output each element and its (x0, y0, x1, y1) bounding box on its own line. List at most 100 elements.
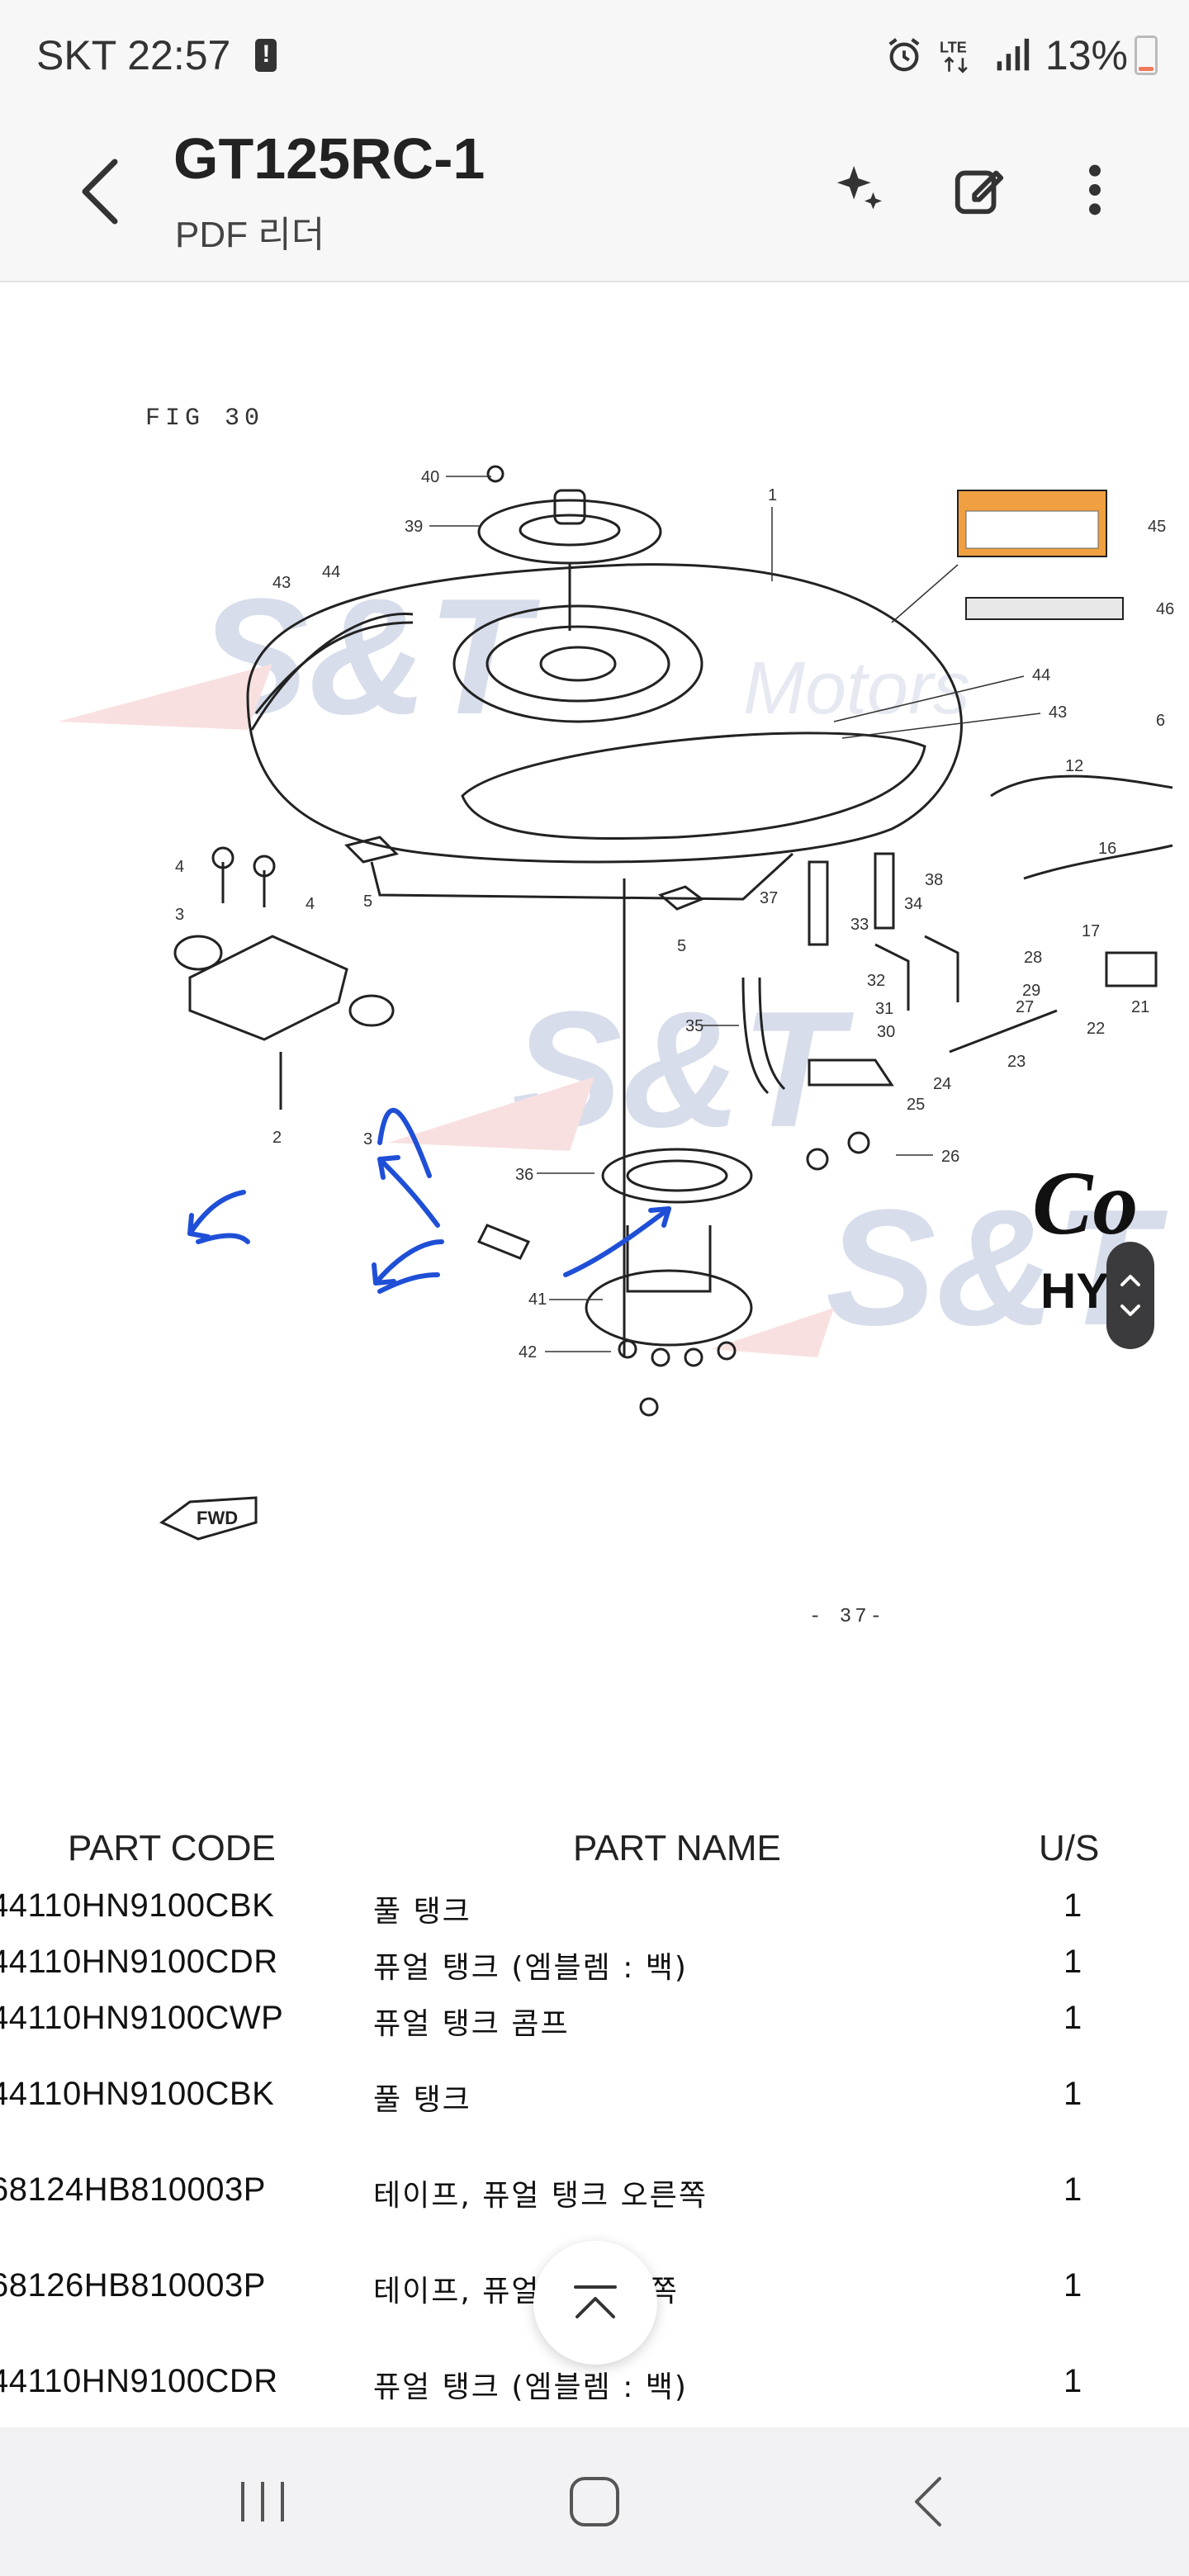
part-name: 퓨얼 탱크 콤프 (373, 2007, 570, 2041)
fuel-cap (477, 465, 662, 631)
pdf-page[interactable]: S&T S&T S&T Motors FIG 30 (0, 284, 1189, 2427)
back-button[interactable] (66, 150, 132, 233)
back-icon (82, 159, 118, 225)
svg-text:4: 4 (175, 858, 184, 876)
part-qty: 1 (1063, 2000, 1082, 2036)
svg-text:5: 5 (677, 937, 686, 955)
part-name: 풀 탱크 (373, 2083, 471, 2117)
svg-text:45: 45 (1148, 518, 1166, 536)
svg-text:Motors: Motors (743, 647, 970, 730)
app-subtitle: PDF 리더 (175, 215, 325, 255)
part-code: 44110HN9100CDR (0, 1944, 278, 1980)
svg-text:6: 6 (1156, 712, 1165, 730)
fuel-cock (741, 774, 1173, 1171)
part-code: 68126HB810003P (0, 2267, 266, 2304)
svg-text:3: 3 (363, 1130, 372, 1148)
svg-text:32: 32 (867, 972, 885, 990)
part-name: 퓨얼 탱크 (엠블렘 : 백) (373, 1951, 688, 1985)
svg-text:40: 40 (421, 468, 439, 486)
svg-text:25: 25 (907, 1096, 925, 1114)
table-row: 44110HN9100CWP 퓨얼 탱크 콤프 1 (0, 2000, 1189, 2049)
home-button[interactable] (545, 2460, 644, 2543)
svg-text:2: 2 (272, 1129, 282, 1147)
caution-label-text-area (965, 510, 1099, 549)
header-part-name: PART NAME (573, 1828, 781, 1868)
svg-text:39: 39 (405, 518, 423, 536)
svg-text:34: 34 (904, 895, 922, 913)
ai-sparkle-icon (836, 165, 882, 210)
svg-text:42: 42 (519, 1343, 537, 1361)
svg-text:26: 26 (941, 1148, 959, 1166)
info-label (965, 597, 1124, 620)
brand-fragment: Co (1032, 1153, 1138, 1253)
system-nav-bar (0, 2427, 1189, 2576)
ai-button[interactable] (817, 149, 900, 231)
status-left: SKT 22:57 (36, 31, 277, 79)
status-bar: SKT 22:57 LTE 13% (0, 0, 1189, 107)
edit-icon (955, 170, 1004, 215)
svg-text:3: 3 (175, 906, 184, 924)
more-options-button[interactable] (1054, 149, 1136, 231)
status-right: LTE 13% (870, 31, 1158, 79)
part-name: 테이프, 퓨얼 탱크 오른쪽 (373, 2179, 708, 2213)
svg-text:17: 17 (1082, 922, 1100, 940)
svg-text:4: 4 (306, 895, 315, 913)
svg-text:43: 43 (1049, 703, 1067, 722)
figure-label: FIG 30 (145, 405, 264, 433)
page-number: - 37- (809, 1606, 885, 1628)
document-title: GT125RC-1 (173, 126, 486, 191)
part-code: 68124HB810003P (0, 2171, 266, 2208)
more-vert-icon (1089, 164, 1101, 215)
part-code: 44110HN9100CBK (0, 1887, 275, 1924)
svg-text:22: 22 (1087, 1020, 1105, 1038)
svg-text:41: 41 (528, 1290, 547, 1309)
status-time: SKT 22:57 (36, 32, 231, 78)
svg-text:38: 38 (925, 871, 943, 889)
svg-text:33: 33 (850, 916, 869, 934)
battery-alert-icon (255, 39, 277, 72)
recents-button[interactable] (213, 2460, 312, 2543)
back-nav-icon (915, 2477, 941, 2526)
svg-text:27: 27 (1016, 998, 1034, 1016)
scroll-arrows-icon (1120, 1275, 1140, 1316)
svg-text:S&T: S&T (512, 978, 855, 1162)
table-row: 68126HB810003P 테이프, 퓨얼 탱크 왼쪽 1 (0, 2267, 1189, 2317)
svg-text:28: 28 (1024, 949, 1042, 967)
svg-text:44: 44 (322, 563, 340, 581)
svg-text:21: 21 (1131, 998, 1149, 1016)
svg-text:37: 37 (760, 889, 778, 907)
svg-text:46: 46 (1156, 600, 1174, 618)
svg-text:12: 12 (1065, 757, 1083, 775)
svg-text:5: 5 (363, 893, 372, 911)
mount-bracket (173, 836, 705, 1110)
signal-icon (994, 37, 1030, 73)
part-qty: 1 (1063, 1887, 1082, 1924)
fwd-arrow: FWD (159, 1496, 258, 1541)
part-qty: 1 (1063, 1944, 1082, 1980)
edit-button[interactable] (938, 149, 1021, 231)
home-icon (570, 2477, 619, 2526)
table-row: 44110HN9100CBK 풀 탱크 1 (0, 1887, 1189, 1937)
table-row: 44110HN9100CBK 풀 탱크 1 (0, 2076, 1189, 2125)
battery-icon (1135, 36, 1158, 75)
system-back-button[interactable] (879, 2460, 978, 2543)
part-qty: 1 (1063, 2363, 1082, 2399)
lte-label: LTE (940, 40, 967, 56)
part-name: 퓨얼 탱크 (엠블렘 : 백) (373, 2370, 688, 2404)
part-qty: 1 (1063, 2171, 1082, 2208)
fast-scroll-handle[interactable] (1106, 1242, 1154, 1349)
battery-percent: 13% (1045, 32, 1128, 78)
svg-text:31: 31 (875, 1000, 893, 1018)
fuel-tank (246, 563, 963, 901)
table-row: 44110HN9100CDR 퓨얼 탱크 (엠블렘 : 백) 1 (0, 2363, 1189, 2413)
svg-text:29: 29 (1022, 982, 1040, 1000)
part-name: 풀 탱크 (373, 1895, 471, 1929)
table-row: 44110HN9100CDR 퓨얼 탱크 (엠블렘 : 백) 1 (0, 1944, 1189, 1993)
scroll-to-top-button[interactable] (533, 2241, 657, 2365)
fwd-label: FWD (197, 1508, 238, 1528)
part-code: 44110HN9100CDR (0, 2363, 278, 2399)
svg-text:43: 43 (272, 574, 291, 592)
svg-text:23: 23 (1007, 1053, 1026, 1071)
svg-text:36: 36 (515, 1166, 533, 1184)
